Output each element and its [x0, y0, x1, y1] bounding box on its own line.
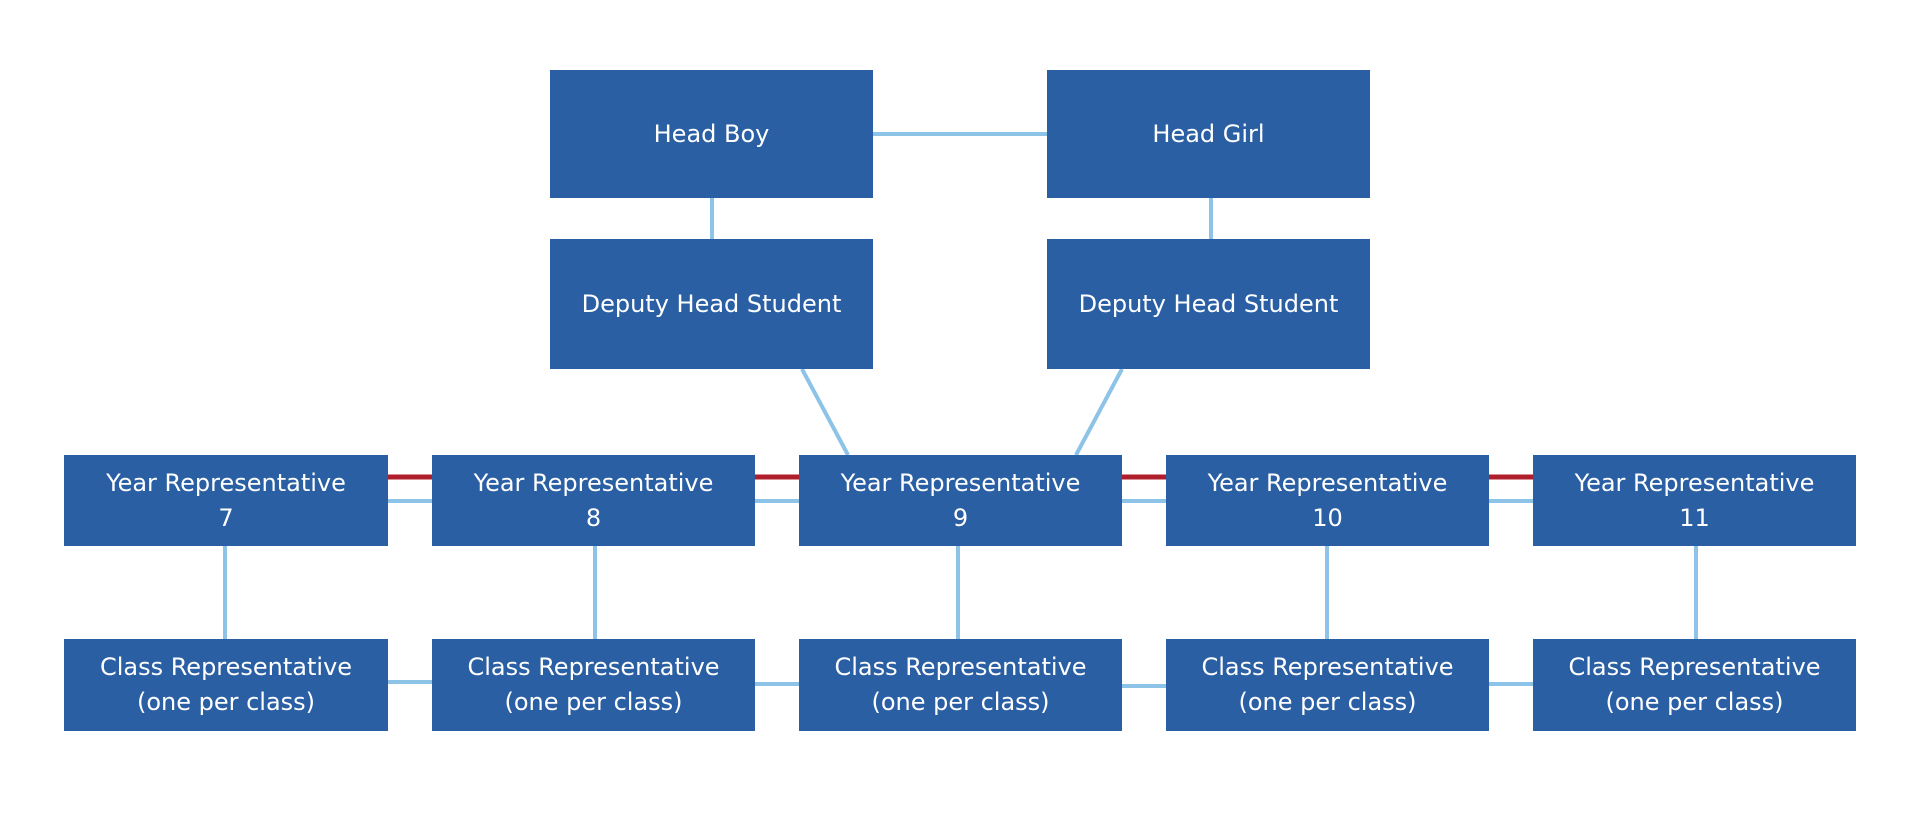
year-rep-8-box: Year Representative 8 [432, 455, 755, 546]
class-rep-1-note: (one per class) [136, 688, 316, 716]
year-rep-11-number: 11 [1679, 503, 1710, 532]
deputy-head-student-left-label: Deputy Head Student [581, 289, 842, 318]
class-rep-1-box: Class Representative (one per class) [64, 639, 388, 731]
head-boy-label: Head Boy [653, 119, 770, 148]
deputy-head-student-right-label: Deputy Head Student [1078, 289, 1339, 318]
class-rep-2-note: (one per class) [504, 688, 683, 716]
head-girl-label: Head Girl [1152, 119, 1265, 148]
year-rep-9-number: 9 [952, 503, 969, 532]
deputy-head-student-right-box: Deputy Head Student [1047, 239, 1370, 369]
class-rep-2-title: Class Representative [467, 653, 720, 681]
year-rep-9-title: Year Representative [840, 468, 1081, 497]
class-rep-2-box: Class Representative (one per class) [432, 639, 755, 731]
year-rep-11-title: Year Representative [1574, 468, 1815, 497]
year-rep-10-box: Year Representative 10 [1166, 455, 1489, 546]
class-rep-3-note: (one per class) [871, 688, 1050, 716]
class-rep-4-note: (one per class) [1238, 688, 1417, 716]
class-rep-5-title: Class Representative [1568, 653, 1821, 681]
year-rep-7-box: Year Representative 7 [64, 455, 388, 546]
head-boy-box: Head Boy [550, 70, 873, 198]
year-rep-10-title: Year Representative [1207, 468, 1448, 497]
year-rep-9-box: Year Representative 9 [799, 455, 1122, 546]
class-rep-4-title: Class Representative [1201, 653, 1454, 681]
year-rep-11-box: Year Representative 11 [1533, 455, 1856, 546]
connector-deputy-left-year9 [800, 368, 850, 456]
year-rep-10-number: 10 [1312, 503, 1343, 532]
year-rep-8-title: Year Representative [473, 468, 714, 497]
year-rep-7-title: Year Representative [106, 468, 346, 497]
class-rep-5-box: Class Representative (one per class) [1533, 639, 1856, 731]
year-rep-7-number: 7 [218, 503, 234, 532]
class-rep-4-box: Class Representative (one per class) [1166, 639, 1489, 731]
deputy-head-student-left-box: Deputy Head Student [550, 239, 873, 369]
year-rep-8-number: 8 [585, 503, 602, 532]
class-rep-3-title: Class Representative [834, 653, 1087, 681]
class-rep-5-note: (one per class) [1605, 688, 1784, 716]
head-girl-box: Head Girl [1047, 70, 1370, 198]
connector-deputy-right-year9 [1074, 368, 1124, 456]
class-rep-1-title: Class Representative [99, 653, 353, 681]
class-rep-3-box: Class Representative (one per class) [799, 639, 1122, 731]
